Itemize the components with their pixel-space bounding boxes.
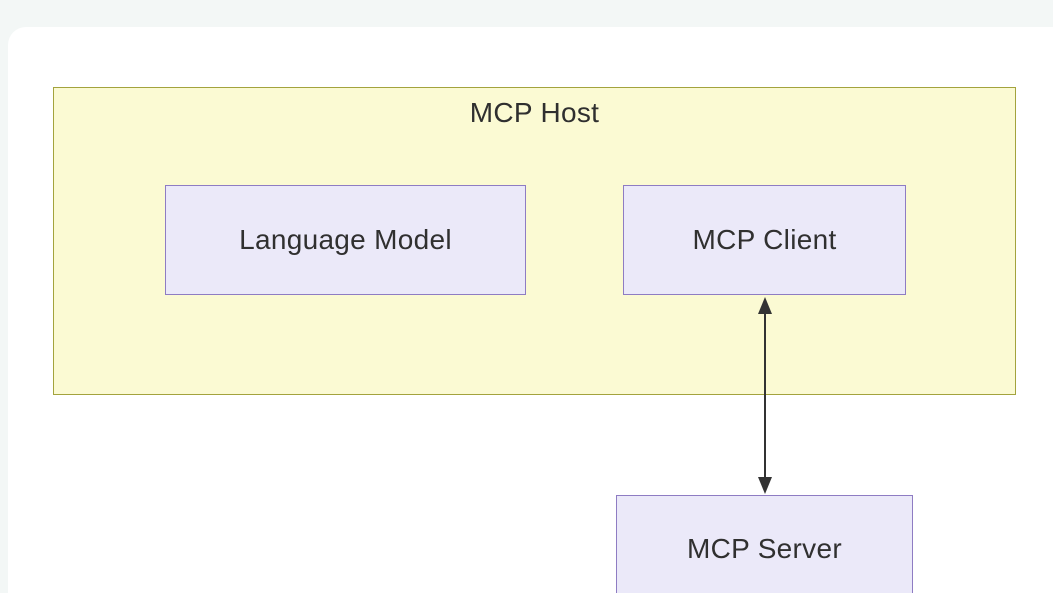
node-mcp-client-label: MCP Client (692, 224, 837, 255)
mcp-host-label: MCP Host (469, 97, 600, 128)
node-mcp-client: MCP Client (623, 185, 906, 295)
node-mcp-server-label: MCP Server (687, 532, 842, 564)
node-language-model-label: Language Model (239, 224, 452, 255)
content-card: MCP Host Language Model MCP Client MCP S… (8, 27, 1053, 593)
arrowhead-down-icon (758, 477, 772, 494)
node-mcp-server: MCP Server (616, 495, 913, 593)
node-language-model: Language Model (165, 185, 526, 295)
